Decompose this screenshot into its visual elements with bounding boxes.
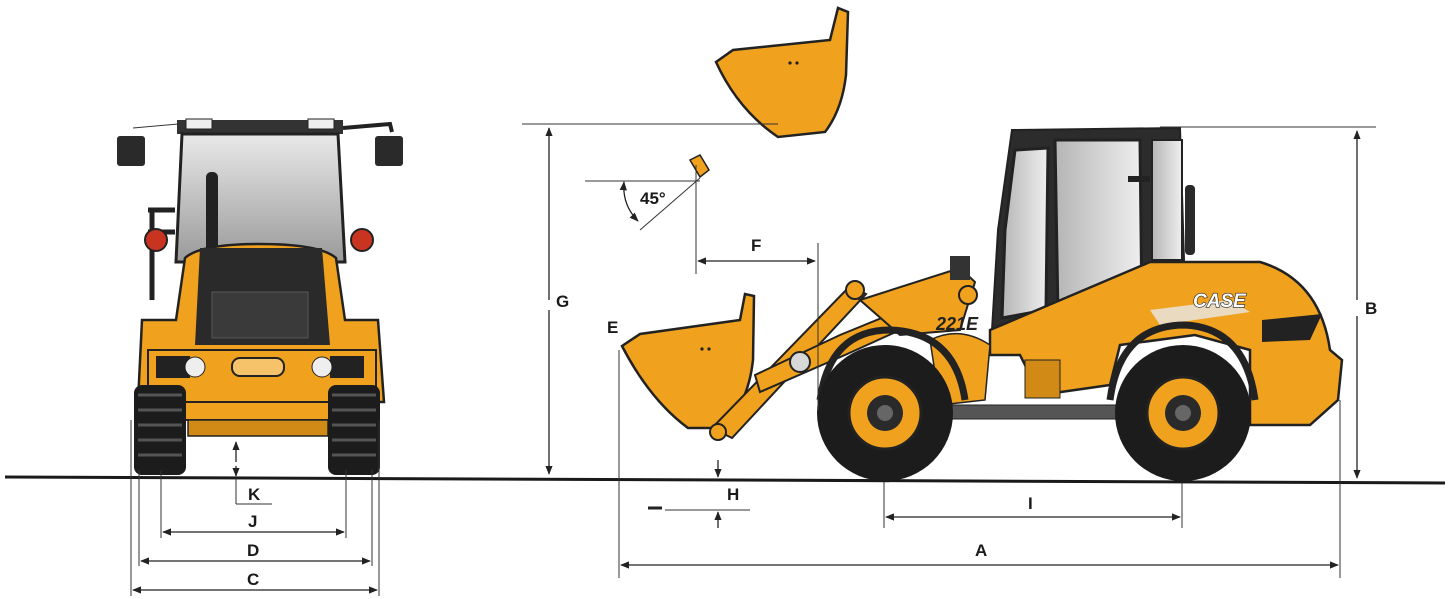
dim-label-A: A <box>975 541 987 560</box>
front-right-tire <box>328 385 380 475</box>
left-work-light <box>144 228 168 252</box>
model-badge-221e: 221E <box>935 314 979 334</box>
rear-fender <box>1106 321 1259 401</box>
dim-label-C: C <box>247 570 259 589</box>
dim-label-F: F <box>751 236 761 255</box>
dim-label-B: B <box>1365 299 1377 318</box>
left-tail-light <box>156 356 190 378</box>
front-fender <box>816 326 969 401</box>
dim-label-J: J <box>248 512 257 531</box>
side-cab-front-glass <box>1000 146 1050 320</box>
right-work-light <box>350 228 374 252</box>
side-view-dimensions: G 45° F E H I A B <box>522 123 1377 578</box>
front-view-dimensions: K J D C <box>130 420 380 596</box>
dump-bucket-tip <box>688 154 710 179</box>
dim-label-K: K <box>248 485 261 504</box>
dim-label-E: E <box>607 318 618 337</box>
dim-label-H: H <box>727 485 739 504</box>
right-tail-light <box>330 356 364 378</box>
front-left-tire <box>134 385 186 475</box>
left-mirror <box>117 123 181 166</box>
side-cab <box>990 126 1195 332</box>
ground-line <box>4 475 1446 485</box>
rear-side-wheel <box>1115 345 1251 481</box>
front-cab-glass <box>174 132 347 264</box>
dump-angle-label: 45° <box>640 189 666 208</box>
dim-label-I: I <box>1028 494 1033 513</box>
brand-logo-case: CASE <box>1193 291 1247 312</box>
dim-label-G: G <box>556 292 569 311</box>
front-side-wheel <box>817 345 953 481</box>
front-view-loader <box>117 118 403 475</box>
right-mirror <box>342 121 403 166</box>
dim-label-D: D <box>247 541 259 560</box>
raised-bucket <box>714 6 850 139</box>
